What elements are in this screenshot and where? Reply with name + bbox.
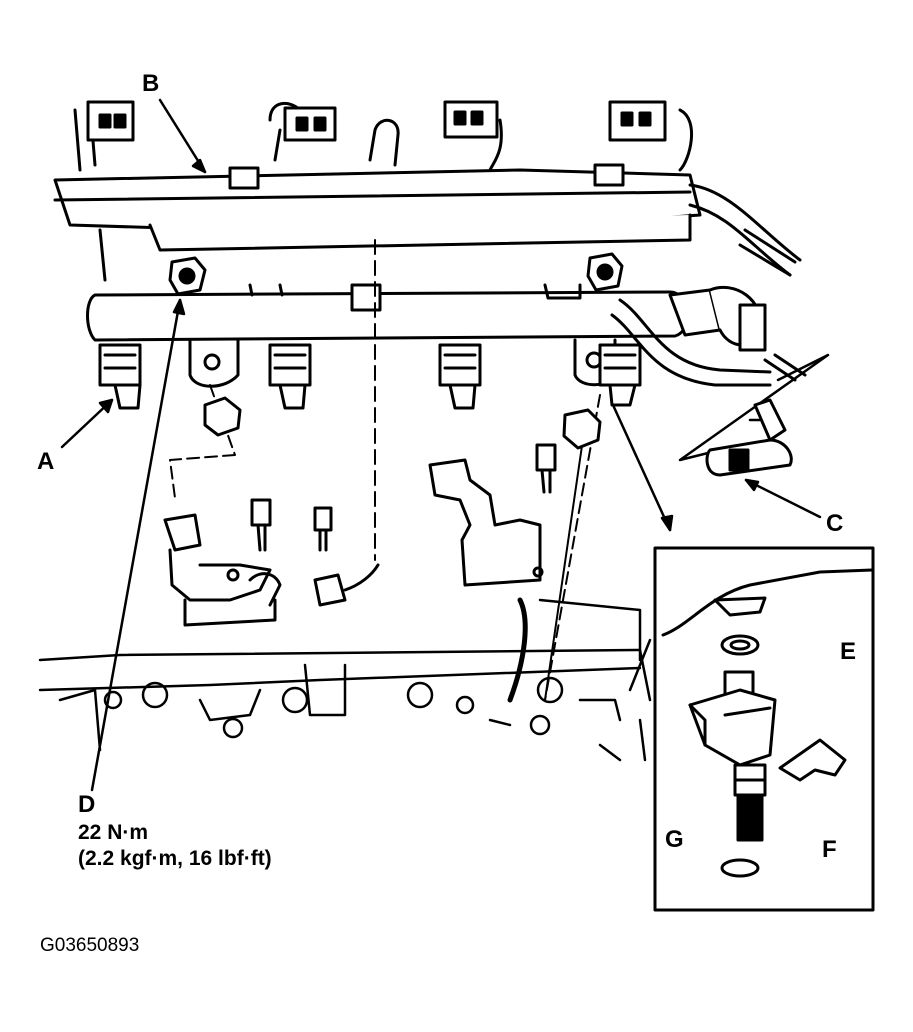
torque-spec-imperial: (2.2 kgf·m, 16 lbf·ft): [78, 847, 272, 870]
rail-injectors: [98, 343, 642, 410]
intake-manifold: [38, 597, 652, 762]
figure-code: G03650893: [40, 935, 140, 956]
callout-e: E: [840, 638, 857, 665]
callout-f: F: [822, 836, 837, 863]
callout-d: D: [78, 791, 96, 818]
callout-g: G: [665, 826, 684, 853]
leader-detail: [611, 403, 672, 532]
leader-c: [744, 478, 822, 519]
torque-spec-nm: 22 N·m: [78, 821, 149, 844]
fuel-rail: [86, 252, 807, 388]
callout-c: C: [826, 510, 844, 537]
callout-a: A: [37, 448, 55, 475]
leader-d: [90, 298, 182, 792]
left-bracket: [163, 498, 282, 627]
leader-b: [158, 98, 207, 174]
injector-harness: [53, 100, 802, 282]
callout-b: B: [142, 70, 160, 97]
connector-c: [705, 398, 793, 477]
injector-detail-box: [653, 546, 875, 912]
middle-clamp: [313, 506, 380, 607]
right-bracket: [428, 443, 557, 587]
